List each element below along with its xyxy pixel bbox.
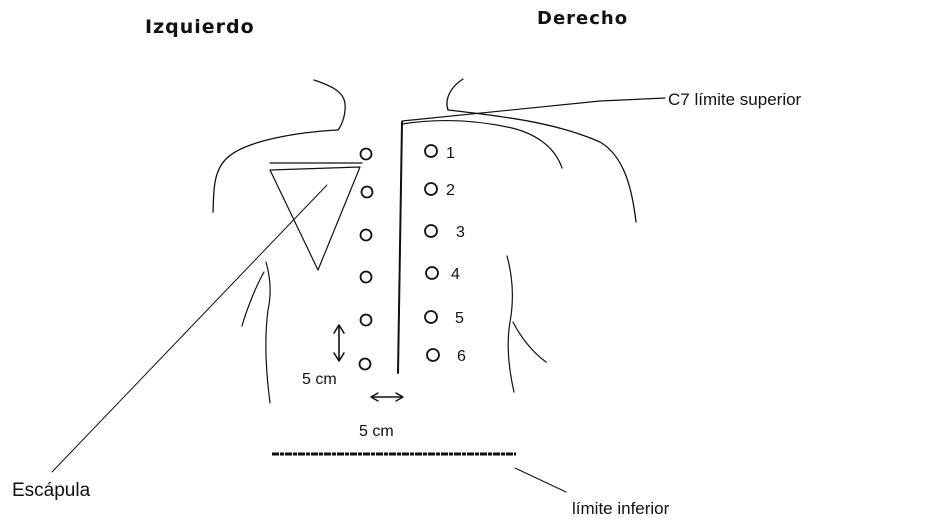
upper-limit-leader	[402, 98, 665, 121]
electrode-number-2: 2	[446, 182, 455, 199]
torso-outline	[213, 79, 636, 403]
horizontal-spacing-arrow	[371, 393, 403, 401]
armpit-right-curve	[513, 322, 546, 362]
electrode-left-6	[360, 359, 371, 370]
upper-back-curve	[402, 121, 562, 168]
electrode-number-6: 6	[457, 348, 466, 365]
electrode-left-2	[362, 187, 373, 198]
shoulder-left-outline	[213, 130, 338, 212]
electrode-right-5	[425, 311, 437, 323]
electrode-right-2	[425, 183, 437, 195]
right-side-label: Derecho	[537, 8, 628, 29]
left-side-label: Izquierdo	[145, 16, 255, 38]
vertical-spacing-label: 5 cm	[302, 371, 337, 388]
scapula-leader-line	[52, 185, 327, 472]
electrode-number-4: 4	[451, 266, 460, 283]
electrode-left-1	[361, 149, 372, 160]
electrode-right-1	[425, 145, 437, 157]
lower-limit-label: límite inferior	[572, 499, 670, 518]
scapula-triangle	[270, 167, 360, 270]
armpit-left-curve	[242, 272, 264, 326]
spine-line	[398, 122, 402, 373]
neck-left-outline	[314, 80, 345, 130]
right-electrode-column: 1 2 3 4 5 6	[425, 145, 466, 365]
lower-limit-leader	[515, 468, 566, 492]
electrode-left-3	[361, 230, 372, 241]
electrode-number-3: 3	[456, 224, 465, 241]
electrode-left-5	[361, 315, 372, 326]
electrode-right-6	[427, 349, 439, 361]
electrode-right-4	[426, 267, 438, 279]
neck-right-outline	[447, 79, 463, 110]
arm-right-outline	[507, 256, 514, 392]
scapula-label: Escápula	[12, 480, 91, 501]
vertical-spacing-arrow	[334, 325, 344, 361]
arm-left-outline	[266, 262, 270, 403]
horizontal-spacing-label: 5 cm	[359, 423, 394, 440]
electrode-left-4	[361, 272, 372, 283]
electrode-right-3	[425, 225, 437, 237]
electrode-number-1: 1	[446, 145, 455, 162]
upper-limit-label: C7 límite superior	[668, 90, 802, 109]
left-electrode-column	[360, 149, 373, 370]
shoulder-right-outline	[448, 110, 636, 222]
electrode-number-5: 5	[455, 310, 464, 327]
